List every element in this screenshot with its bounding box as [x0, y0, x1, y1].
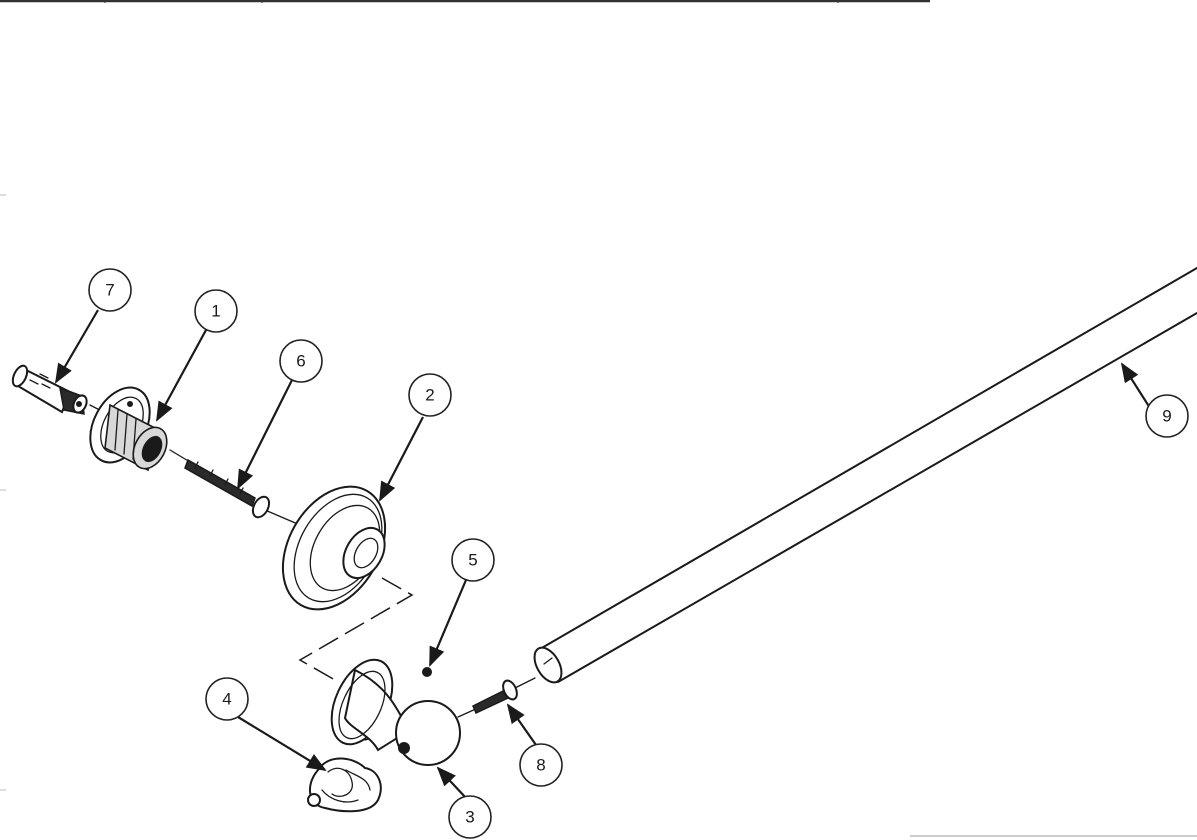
svg-text:9: 9 — [1162, 407, 1171, 426]
ornament-part-4 — [307, 757, 382, 813]
post-part-3 — [330, 658, 461, 766]
balloon-leaders — [55, 309, 1151, 799]
balloon-2: 2 — [408, 373, 452, 417]
towel-bar-part-9 — [533, 267, 1197, 684]
rosette-cover-part-2 — [281, 485, 387, 611]
svg-text:1: 1 — [211, 302, 220, 321]
balloon-4: 4 — [205, 677, 249, 721]
svg-text:7: 7 — [105, 281, 114, 300]
mounting-flange-part-1 — [89, 386, 168, 472]
svg-text:6: 6 — [296, 352, 305, 371]
balloon-6: 6 — [279, 339, 323, 383]
balloon-7: 7 — [88, 268, 132, 312]
balloon-3: 3 — [448, 795, 492, 839]
balloon-1: 1 — [194, 289, 238, 333]
balloon-8: 8 — [519, 743, 563, 787]
svg-text:3: 3 — [465, 808, 474, 827]
bar-screw-part-8 — [472, 679, 518, 715]
balloon-9: 9 — [1145, 394, 1189, 438]
balloon-5: 5 — [451, 538, 495, 582]
svg-text:8: 8 — [536, 756, 545, 775]
alignment-dashed-lines — [298, 577, 414, 681]
svg-text:5: 5 — [468, 551, 477, 570]
svg-text:2: 2 — [425, 386, 434, 405]
set-screw-part-5 — [422, 667, 432, 677]
screw-part-6 — [184, 458, 271, 519]
wall-anchor-part-7 — [11, 364, 88, 415]
svg-text:4: 4 — [222, 690, 231, 709]
